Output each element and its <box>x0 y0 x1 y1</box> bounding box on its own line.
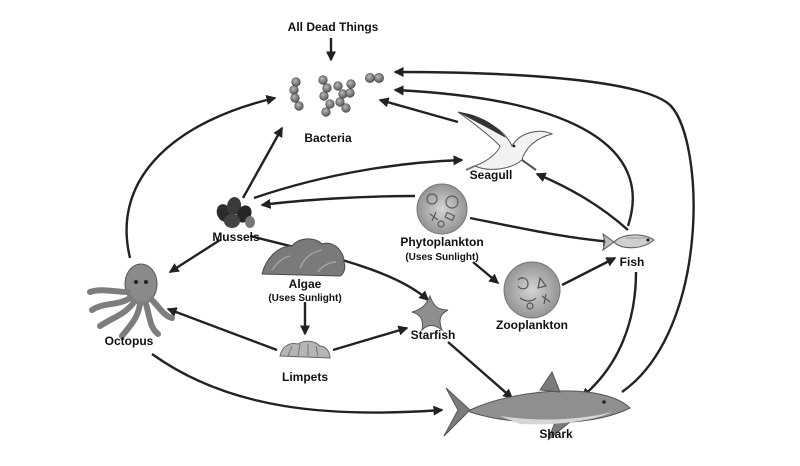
zooplankton-icon <box>503 261 561 319</box>
label-fish: Fish <box>620 255 645 269</box>
arrow-shark-bacteria <box>393 66 695 393</box>
arrow-fish-shark <box>580 271 638 398</box>
label-bacteria: Bacteria <box>304 131 352 145</box>
starfish-icon <box>411 294 449 332</box>
arrow-fish-bacteria <box>393 85 634 227</box>
mussels-icon <box>216 197 255 228</box>
fish-icon <box>602 232 655 252</box>
algae-icon <box>261 238 346 277</box>
arrow-mussels-octopus <box>168 238 221 274</box>
arrow-phyto-mussels <box>260 194 416 209</box>
label-octopus: Octopus <box>105 334 154 348</box>
label-shark: Shark <box>539 427 573 441</box>
label-algae: Algae <box>289 277 322 291</box>
arrow-fish-seagull <box>535 172 629 231</box>
label-starfish: Starfish <box>411 328 456 342</box>
arrow-phyto-fish <box>469 216 614 247</box>
label-zooplankton: Zooplankton <box>496 318 568 332</box>
label-algae-note: (Uses Sunlight) <box>268 293 341 304</box>
label-mussels: Mussels <box>212 230 260 244</box>
arrow-octopus-bacteria <box>125 95 277 259</box>
arrow-mussels-bacteria <box>241 126 284 199</box>
label-phytoplankton: Phytoplankton <box>400 235 483 249</box>
limpets-icon <box>279 340 331 359</box>
label-limpets: Limpets <box>282 370 328 384</box>
arrow-mussels-seagull <box>253 155 464 200</box>
label-seagull: Seagull <box>470 168 513 182</box>
arrow-phyto-zoo <box>472 261 500 284</box>
arrow-limpets-starfish <box>332 325 409 352</box>
arrow-seagull-bacteria <box>378 97 459 124</box>
label-phytoplankton-note: (Uses Sunlight) <box>405 252 478 263</box>
label-all-dead-things: All Dead Things <box>288 20 379 34</box>
arrow-zoo-fish <box>561 256 617 287</box>
octopus-icon <box>87 263 175 339</box>
shark-icon <box>443 370 631 441</box>
bacteria-cluster-icon <box>289 73 384 117</box>
arrow-octopus-shark <box>151 353 444 416</box>
arrow-starfish-shark <box>447 341 514 399</box>
seagull-icon <box>457 111 554 171</box>
arrow-limpets-octopus <box>166 307 278 352</box>
arrow-mussels-starfish <box>249 234 430 302</box>
labels: All Dead Things Bacteria Seagull Mussels… <box>105 20 645 441</box>
arrows <box>125 38 695 416</box>
phytoplankton-icon <box>416 183 468 235</box>
